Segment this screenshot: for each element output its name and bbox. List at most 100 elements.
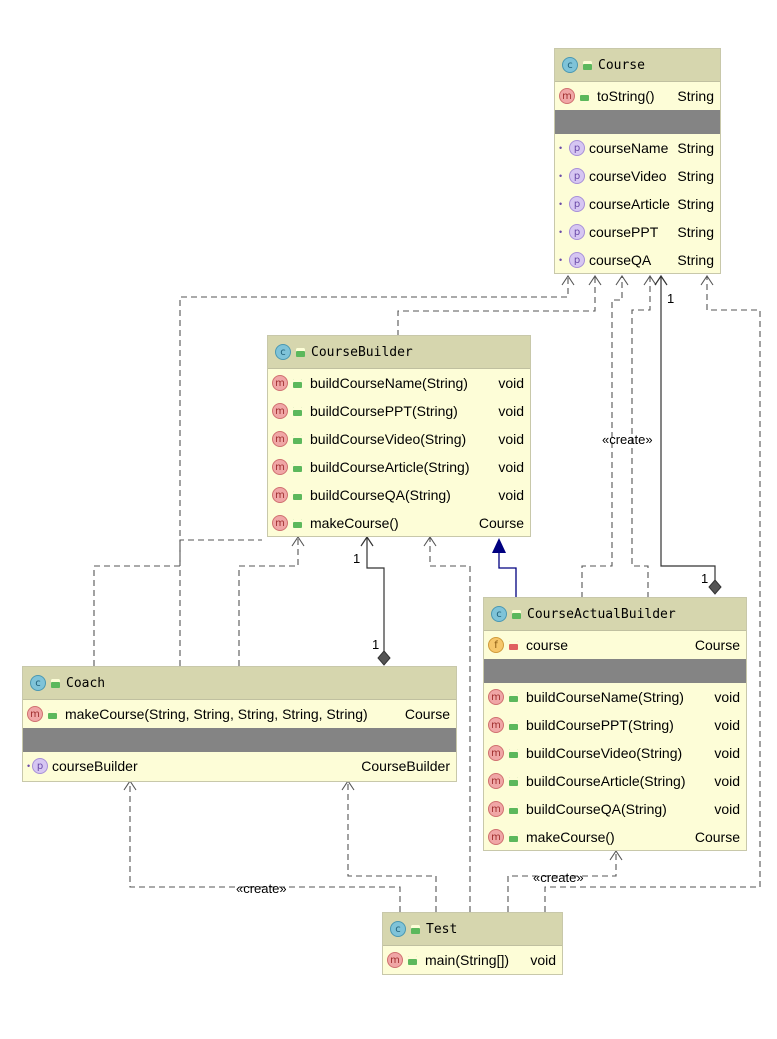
public-lock-icon [509, 832, 518, 842]
method-name: buildCoursePPT(String) [526, 717, 674, 733]
public-lock-icon [509, 804, 518, 814]
class-course[interactable]: c Course m toString() String • p courseN… [554, 48, 721, 274]
method-row[interactable]: m makeCourse() Course [484, 823, 746, 851]
public-lock-icon [293, 406, 302, 416]
multiplicity-label: 1 [701, 571, 709, 586]
method-icon: m [488, 773, 504, 789]
multiplicity-label: 1 [667, 291, 675, 306]
class-name: Coach [66, 675, 106, 691]
method-type: void [530, 952, 556, 968]
class-icon: c [30, 675, 46, 691]
dep-test-coach-create [129, 782, 401, 912]
method-name: buildCourseQA(String) [310, 487, 451, 503]
method-icon: m [387, 952, 403, 968]
method-row[interactable]: m buildCourseQA(String) void [268, 481, 530, 509]
method-row[interactable]: m makeCourse(String, String, String, Str… [23, 700, 456, 728]
method-type: String [677, 88, 714, 104]
class-coach[interactable]: c Coach m makeCourse(String, String, Str… [22, 666, 457, 782]
method-name: buildCourseArticle(String) [526, 773, 686, 789]
multiplicity-label: 1 [372, 637, 380, 652]
method-icon: m [488, 829, 504, 845]
method-row[interactable]: m buildCourseName(String) void [484, 683, 746, 711]
separator [484, 659, 746, 683]
method-type: void [714, 689, 740, 705]
method-type: void [498, 403, 524, 419]
method-icon: m [488, 717, 504, 733]
dep-test-coach [347, 782, 437, 912]
method-icon: m [27, 706, 43, 722]
private-lock-icon [509, 640, 518, 650]
dep-test-actual-create [507, 852, 617, 912]
method-row[interactable]: m buildCourseName(String) void [268, 369, 530, 397]
method-name: buildCourseQA(String) [526, 801, 667, 817]
method-name: buildCourseName(String) [310, 375, 468, 391]
field-row[interactable]: • p courseQA String [559, 252, 714, 268]
method-icon: m [272, 375, 288, 391]
class-test-header: c Test [383, 913, 562, 946]
method-row[interactable]: m main(String[]) void [383, 946, 562, 974]
property-icon: p [569, 168, 585, 184]
field-name: courseName [589, 140, 669, 156]
method-row[interactable]: m buildCourseArticle(String) void [484, 767, 746, 795]
method-row[interactable]: m buildCoursePPT(String) void [268, 397, 530, 425]
class-course-builder[interactable]: c CourseBuilder m buildCourseName(String… [267, 335, 531, 537]
public-lock-icon [580, 91, 589, 101]
field-row[interactable]: • p courseBuilder CourseBuilder [27, 758, 450, 774]
method-row[interactable]: m buildCourseVideo(String) void [268, 425, 530, 453]
public-lock-icon [583, 60, 592, 70]
public-lock-icon [509, 720, 518, 730]
public-lock-icon [509, 748, 518, 758]
assoc-actual-course [660, 277, 716, 580]
method-row[interactable]: m buildCourseArticle(String) void [268, 453, 530, 481]
public-lock-icon [293, 518, 302, 528]
field-row[interactable]: • p coursePPT String [559, 224, 714, 240]
field-row[interactable]: f course Course [484, 631, 746, 659]
method-icon: m [272, 403, 288, 419]
method-icon: m [272, 459, 288, 475]
separator [23, 728, 456, 752]
create-label: «create» [602, 432, 653, 447]
method-name: makeCourse(String, String, String, Strin… [65, 706, 368, 722]
composition-diamond-coach [377, 650, 391, 666]
property-icon: p [569, 252, 585, 268]
class-course-actual-builder[interactable]: c CourseActualBuilder f course Course m … [483, 597, 747, 851]
realization-arrowhead [492, 538, 506, 553]
method-name: buildCourseVideo(String) [310, 431, 467, 447]
method-icon: m [488, 745, 504, 761]
method-row[interactable]: m buildCoursePPT(String) void [484, 711, 746, 739]
class-icon: c [562, 57, 578, 73]
method-type: void [714, 745, 740, 761]
property-icon: p [569, 140, 585, 156]
method-name: main(String[]) [425, 952, 510, 968]
field-type: CourseBuilder [361, 758, 450, 774]
method-row[interactable]: m buildCourseVideo(String) void [484, 739, 746, 767]
method-type: Course [478, 515, 524, 531]
dep-coach-course [179, 277, 569, 666]
method-row[interactable]: m makeCourse() Course [268, 509, 530, 537]
public-lock-icon [51, 678, 60, 688]
field-row[interactable]: • p courseName String [559, 140, 714, 156]
field-name: courseQA [589, 252, 652, 268]
public-lock-icon [293, 434, 302, 444]
field-name: courseArticle [589, 196, 670, 212]
method-name: makeCourse() [526, 829, 615, 845]
method-row[interactable]: m toString() String [555, 82, 720, 110]
field-icon: f [488, 637, 504, 653]
field-row[interactable]: • p courseVideo String [559, 168, 714, 184]
method-name: makeCourse() [310, 515, 399, 531]
create-label: «create» [533, 870, 584, 885]
public-lock-icon [411, 924, 420, 934]
field-name: coursePPT [589, 224, 659, 240]
class-test[interactable]: c Test m main(String[]) void [382, 912, 563, 975]
dep-coach-builder [93, 539, 262, 666]
method-name: buildCourseName(String) [526, 689, 684, 705]
dep-actual-course [631, 277, 651, 598]
field-row[interactable]: • p courseArticle String [559, 196, 714, 212]
dep-test-builder [429, 538, 471, 912]
method-row[interactable]: m buildCourseQA(String) void [484, 795, 746, 823]
method-icon: m [488, 689, 504, 705]
method-name: toString() [597, 88, 655, 104]
property-icon: p [569, 224, 585, 240]
class-name: Test [426, 921, 458, 937]
dep-test-course [544, 277, 761, 912]
